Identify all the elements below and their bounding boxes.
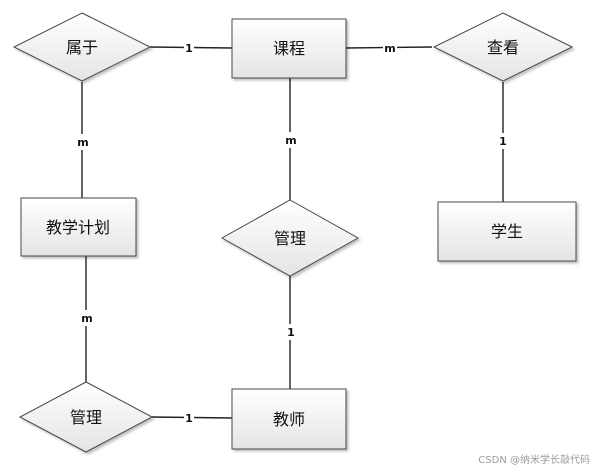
cardinality-belongs-to-plan: m bbox=[77, 136, 88, 149]
entity-teacher: 教师 bbox=[231, 388, 347, 450]
cardinality-belongs-to-course: 1 bbox=[185, 42, 193, 55]
entity-box bbox=[20, 197, 137, 257]
relation-view: 查看 bbox=[432, 12, 574, 82]
relation-manage-course: 管理 bbox=[220, 199, 360, 277]
entity-course: 课程 bbox=[231, 18, 347, 79]
card-bg bbox=[383, 40, 397, 56]
cardinality-manage-course-course: m bbox=[285, 134, 296, 147]
relation-label: 属于 bbox=[66, 38, 98, 57]
card-bg bbox=[184, 39, 194, 55]
entity-box bbox=[231, 18, 347, 79]
entity-box bbox=[231, 388, 347, 450]
relation-manage-plan: 管理 bbox=[18, 381, 154, 453]
cardinality-view-student: 1 bbox=[499, 135, 507, 148]
entity-box bbox=[437, 201, 577, 262]
relation-label: 查看 bbox=[487, 38, 519, 57]
relation-diamond bbox=[12, 12, 152, 82]
cardinality-manage-plan-teacher: 1 bbox=[185, 412, 193, 425]
relation-diamond bbox=[432, 12, 574, 82]
cardinality-labels: 1 m m 1 m 1 m 1 bbox=[76, 39, 508, 426]
relation-diamond bbox=[220, 199, 360, 277]
card-bg bbox=[498, 133, 508, 149]
card-bg bbox=[286, 324, 296, 340]
card-bg bbox=[76, 134, 90, 150]
entity-label: 课程 bbox=[273, 39, 305, 58]
entity-label: 教学计划 bbox=[46, 218, 110, 237]
entity-student: 学生 bbox=[437, 201, 577, 262]
cardinality-view-course: m bbox=[384, 42, 395, 55]
watermark: CSDN @纳米学长敲代码 bbox=[478, 453, 590, 466]
card-bg bbox=[284, 132, 298, 148]
relation-label: 管理 bbox=[70, 408, 102, 427]
cardinality-manage-course-teacher: 1 bbox=[287, 326, 295, 339]
cardinality-manage-plan-plan: m bbox=[81, 312, 92, 325]
entity-label: 学生 bbox=[491, 222, 523, 241]
relation-label: 管理 bbox=[274, 229, 306, 248]
entity-teaching-plan: 教学计划 bbox=[20, 197, 137, 257]
relation-diamond bbox=[18, 381, 154, 453]
entity-label: 教师 bbox=[273, 410, 305, 429]
card-bg bbox=[80, 310, 94, 326]
card-bg bbox=[184, 410, 194, 426]
relation-belongs-to: 属于 bbox=[12, 12, 152, 82]
